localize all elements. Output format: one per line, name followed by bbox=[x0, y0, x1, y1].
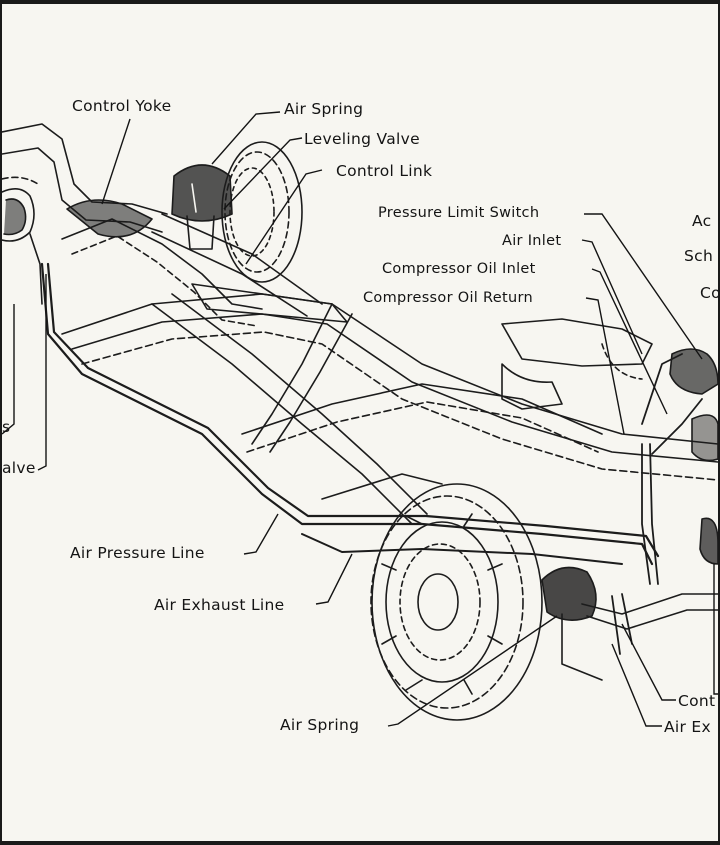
label-air-pressure-line: Air Pressure Line bbox=[70, 544, 205, 562]
label-air-spring-top: Air Spring bbox=[284, 100, 364, 118]
label-air-spring-bottom: Air Spring bbox=[280, 716, 360, 734]
label-air-exhaust-partial-bottom: Air Ex bbox=[664, 718, 711, 736]
air-pressure-line-path bbox=[40, 262, 660, 566]
air-exhaust-line-path bbox=[301, 533, 623, 565]
control-yoke bbox=[66, 199, 153, 238]
label-left-valve-partial: alve bbox=[2, 459, 36, 477]
label-accumulator-partial: Ac bbox=[692, 212, 712, 230]
frame-rails bbox=[61, 213, 718, 481]
compressor-tubing bbox=[611, 353, 703, 655]
label-compressor-oil-return: Compressor Oil Return bbox=[363, 290, 533, 306]
label-compressor-partial: Co bbox=[700, 284, 718, 302]
label-air-inlet: Air Inlet bbox=[502, 233, 562, 249]
label-leveling-valve: Leveling Valve bbox=[304, 130, 420, 148]
leader-lines bbox=[2, 111, 718, 727]
label-pressure-limit-switch: Pressure Limit Switch bbox=[378, 205, 540, 221]
x-member bbox=[151, 293, 603, 525]
diagram-page: Control Yoke Air Spring Leveling Valve C… bbox=[2, 4, 718, 841]
chassis-illustration bbox=[2, 111, 718, 727]
left-air-spring bbox=[2, 188, 43, 305]
front-wheel bbox=[370, 483, 543, 721]
top-air-spring bbox=[171, 164, 233, 250]
label-air-exhaust-line: Air Exhaust Line bbox=[154, 596, 285, 614]
label-left-partial: s bbox=[2, 418, 11, 436]
label-schrader-partial: Sch bbox=[684, 247, 714, 265]
label-control-yoke: Control Yoke bbox=[72, 97, 172, 115]
label-compressor-oil-inlet: Compressor Oil Inlet bbox=[382, 261, 536, 277]
label-control-link: Control Link bbox=[336, 162, 433, 180]
label-control-partial-bottom: Cont bbox=[678, 692, 716, 710]
compressor-assembly bbox=[501, 318, 718, 565]
front-air-spring bbox=[541, 566, 718, 681]
